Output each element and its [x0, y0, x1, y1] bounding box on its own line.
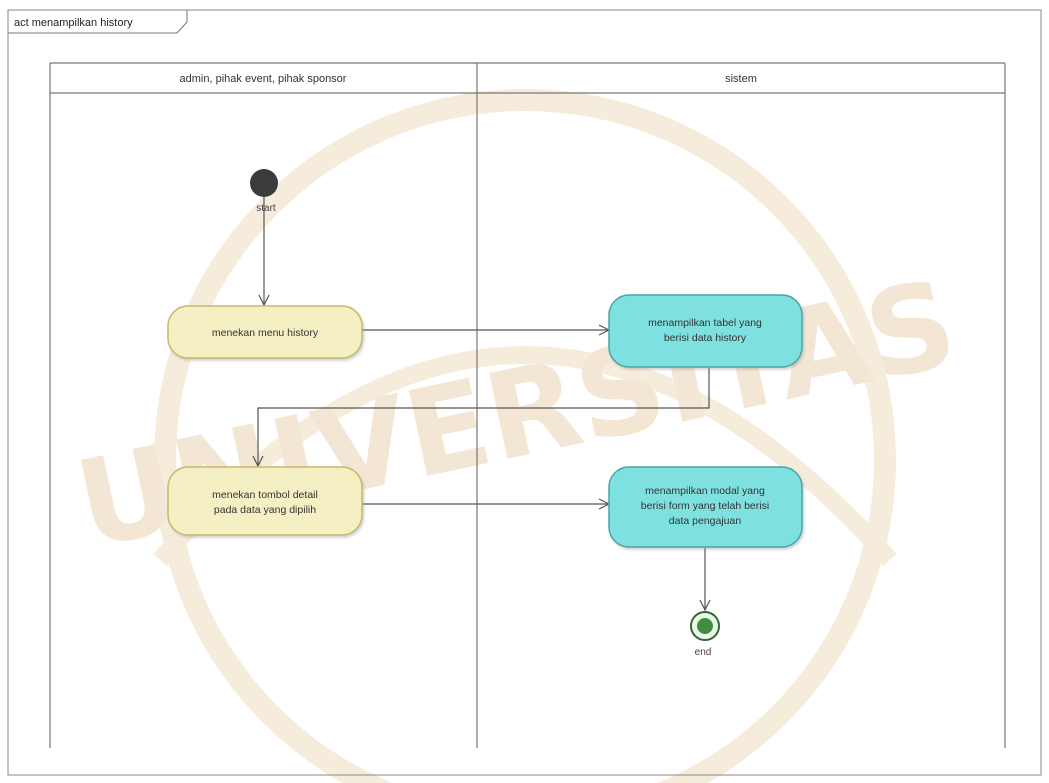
- flow-action2-to-action3: [258, 368, 710, 466]
- lane-title-actor: admin, pihak event, pihak sponsor: [180, 73, 347, 85]
- end-label: end: [695, 647, 712, 658]
- start-label: start: [256, 203, 276, 214]
- watermark: UNIVERSITAS: [66, 89, 968, 783]
- action-menekan-tombol-detail: menekan tombol detail pada data yang dip…: [167, 466, 363, 536]
- action4-label-line1: menampilkan modal yang: [645, 485, 765, 497]
- frame-title-tab: [8, 10, 188, 34]
- control-flows: [258, 197, 709, 610]
- start-node: [250, 169, 278, 197]
- action4-label-line2: berisi form yang telah berisi: [641, 500, 769, 512]
- end-node: [690, 611, 720, 641]
- action3-label-line1: menekan tombol detail: [212, 489, 318, 501]
- action2-label-line1: menampilkan tabel yang: [648, 317, 762, 329]
- diagram-frame: [7, 9, 1042, 776]
- lane-title-system: sistem: [725, 73, 757, 85]
- action3-label-line2: pada data yang dipilih: [214, 504, 316, 516]
- action4-label-line3: data pengajuan: [669, 515, 742, 527]
- swimlanes: admin, pihak event, pihak sponsor sistem: [49, 62, 1006, 748]
- frame-title: act menampilkan history: [14, 17, 133, 29]
- action-menampilkan-modal: menampilkan modal yang berisi form yang …: [608, 466, 803, 548]
- action-menekan-menu-history: menekan menu history: [167, 305, 363, 359]
- action-menampilkan-tabel-history: menampilkan tabel yang berisi data histo…: [608, 294, 803, 368]
- action2-label-line2: berisi data history: [664, 332, 747, 344]
- action1-label: menekan menu history: [212, 327, 319, 339]
